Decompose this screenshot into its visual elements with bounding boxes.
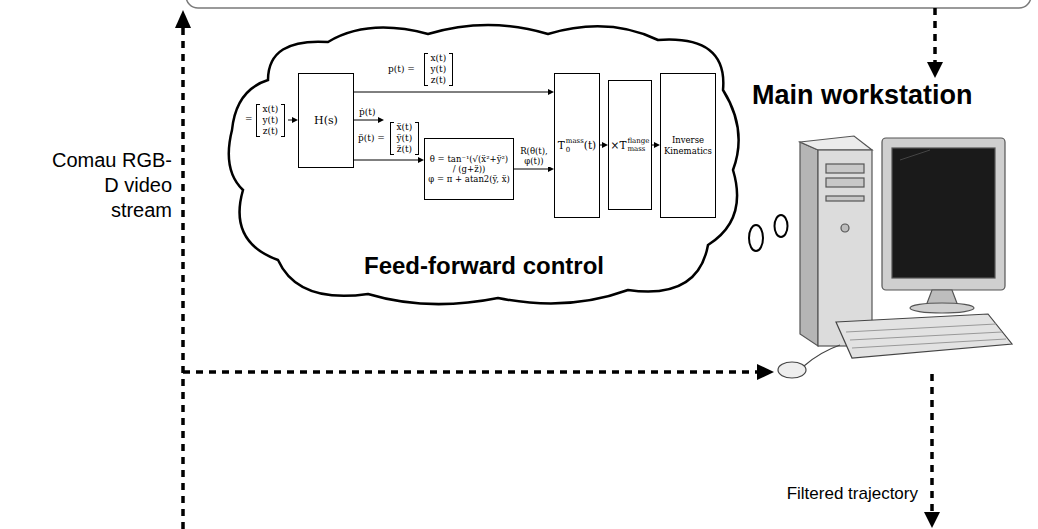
computer-tower — [800, 136, 872, 346]
transform-box: ×Tflangemass — [608, 80, 652, 210]
top-panel — [186, 0, 1031, 8]
edge-label: R(θ(t), φ(t)) — [516, 147, 552, 167]
signal-name: p(t) = — [388, 64, 415, 75]
kinematics-box: Inverse Kinematics — [660, 73, 716, 218]
script-stack: flangemass — [627, 137, 649, 153]
workstation-heading-text: Main workstation — [752, 80, 973, 111]
formula-row: ×Tflangemass — [611, 137, 650, 153]
cloud-region: Feed-forward control H(s) θ = tan⁻¹(√(ẍ²+ÿ… — [228, 20, 740, 310]
signal-name: p̈(t) = — [358, 133, 385, 144]
script-stack: mass0 — [566, 137, 584, 153]
symbol-text: (t) — [584, 139, 596, 152]
formula-box-text: θ = tan⁻¹(√(ẍ²+ÿ²) / (g+z̈)) — [428, 154, 510, 174]
kinematics-box-text: Inverse Kinematics — [662, 135, 714, 155]
transfer-function-box: H(s) — [298, 73, 354, 168]
symbol-text: T — [558, 139, 565, 152]
signal-line — [354, 92, 549, 93]
formula-row: Tmass0(t) — [558, 137, 596, 153]
stream-label: Comau RGB-D video stream — [40, 148, 172, 223]
thought-bubbles — [749, 215, 788, 251]
acceleration-vector: ẍ(t) ÿ(t) z̈(t) — [390, 122, 419, 155]
signal-name: ṗ(t) — [359, 107, 375, 118]
signal-arrow — [600, 142, 608, 148]
script-text: mass — [627, 145, 649, 153]
script-text: flange — [627, 137, 649, 145]
signal-arrow — [652, 142, 660, 148]
script-text: 0 — [566, 146, 584, 154]
computer-monitor — [882, 138, 1005, 313]
signal-arrow — [354, 89, 554, 95]
cloud-region-text: Feed-forward control — [228, 252, 740, 280]
signal-line — [514, 169, 549, 170]
input-vector: x(t) y(t) z(t) — [256, 104, 285, 137]
script-text: mass — [566, 137, 584, 145]
math-symbol: = — [245, 114, 253, 125]
position-vector: x(t) y(t) z(t) — [424, 53, 453, 86]
output-label: Filtered trajectory — [700, 484, 918, 504]
keyboard-and-mouse — [778, 314, 1012, 378]
workstation-heading: Main workstation — [752, 80, 973, 111]
transfer-function-box-text: H(s) — [314, 114, 338, 127]
transform-box: Tmass0(t) — [554, 73, 600, 218]
signal-arrow — [354, 157, 424, 163]
symbol-text: ×T — [611, 139, 627, 152]
signal-line — [354, 160, 419, 161]
formula-box-text: φ = π + atan2(ÿ, ẍ) — [428, 174, 510, 184]
formula-box: θ = tan⁻¹(√(ẍ²+ÿ²) / (g+z̈))φ = π + atan… — [424, 138, 514, 200]
